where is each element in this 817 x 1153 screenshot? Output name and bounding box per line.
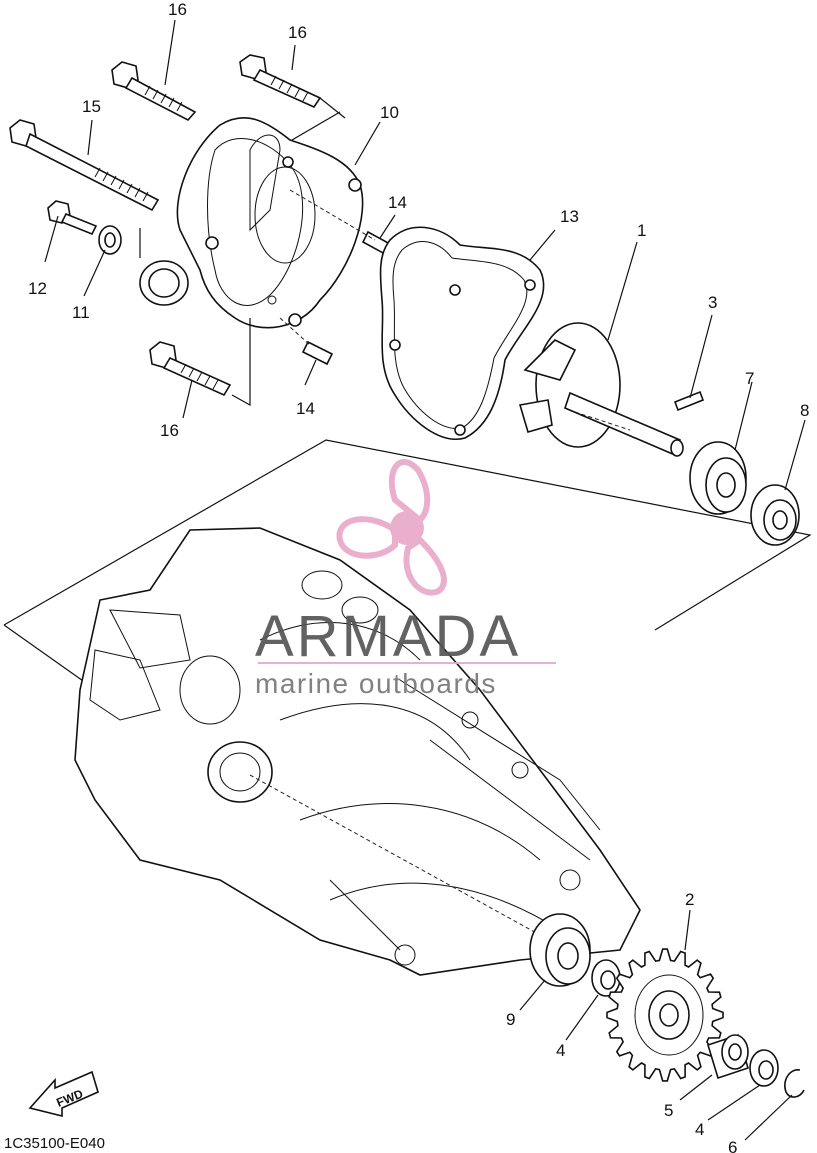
callout-6: 6 [728,1138,737,1153]
callout-13: 13 [560,207,579,226]
bolt-16-upper-right [239,54,322,109]
callout-9: 9 [506,1010,515,1029]
watermark-brand: ARMADA [255,604,521,669]
bolt-16-upper-left [111,61,197,121]
drawing-code: 1C35100-E040 [4,1135,105,1152]
gasket-13 [379,226,545,440]
collar-5 [707,1033,749,1080]
leader-lines-upper [44,19,806,491]
impeller-shaft-1 [518,322,684,457]
washer-4-b [749,1049,779,1087]
bearing-9 [529,913,591,987]
bolt-15 [9,119,160,212]
dowel-pin-14-lower [301,340,334,366]
callout-4-b: 4 [695,1120,704,1139]
callout-16-a: 16 [168,0,187,19]
seal-8 [750,484,800,546]
circlip-6 [784,1069,805,1098]
callout-2: 2 [685,890,694,909]
callout-3: 3 [708,293,717,312]
callout-15: 15 [82,97,101,116]
armada-watermark: ARMADA marine outboards [255,459,556,699]
gear-hub-ring [659,1003,679,1027]
propeller-logo [336,459,447,596]
callout-12: 12 [28,279,47,298]
callout-11: 11 [72,303,90,322]
gear-shaft-axis [249,774,541,936]
bolt-12 [47,200,98,236]
callout-16-c: 16 [160,421,179,440]
callout-14-a: 14 [388,193,407,212]
pump-gear-2 [606,948,724,1082]
washer-11 [98,225,122,255]
washer-4-a [591,959,621,997]
callout-4-a: 4 [556,1041,565,1060]
water-pump-cover-10 [139,117,364,329]
bolt-16-lower [149,341,232,397]
callout-1: 1 [637,221,646,240]
callout-16-b: 16 [288,23,307,42]
callout-7: 7 [745,369,754,388]
leader-lines-lower [519,909,793,1141]
fwd-arrow: FWD [28,1070,99,1118]
callout-10: 10 [380,103,399,122]
callout-8: 8 [800,401,809,420]
gear-hub-ring [634,974,704,1056]
bearing-7 [689,441,747,515]
shaft-axis-lines [279,189,631,431]
callout-5: 5 [664,1101,673,1120]
watermark-tagline: marine outboards [255,668,497,699]
crankcase [74,527,641,976]
callout-14-b: 14 [296,399,315,418]
pin-3 [673,390,705,412]
